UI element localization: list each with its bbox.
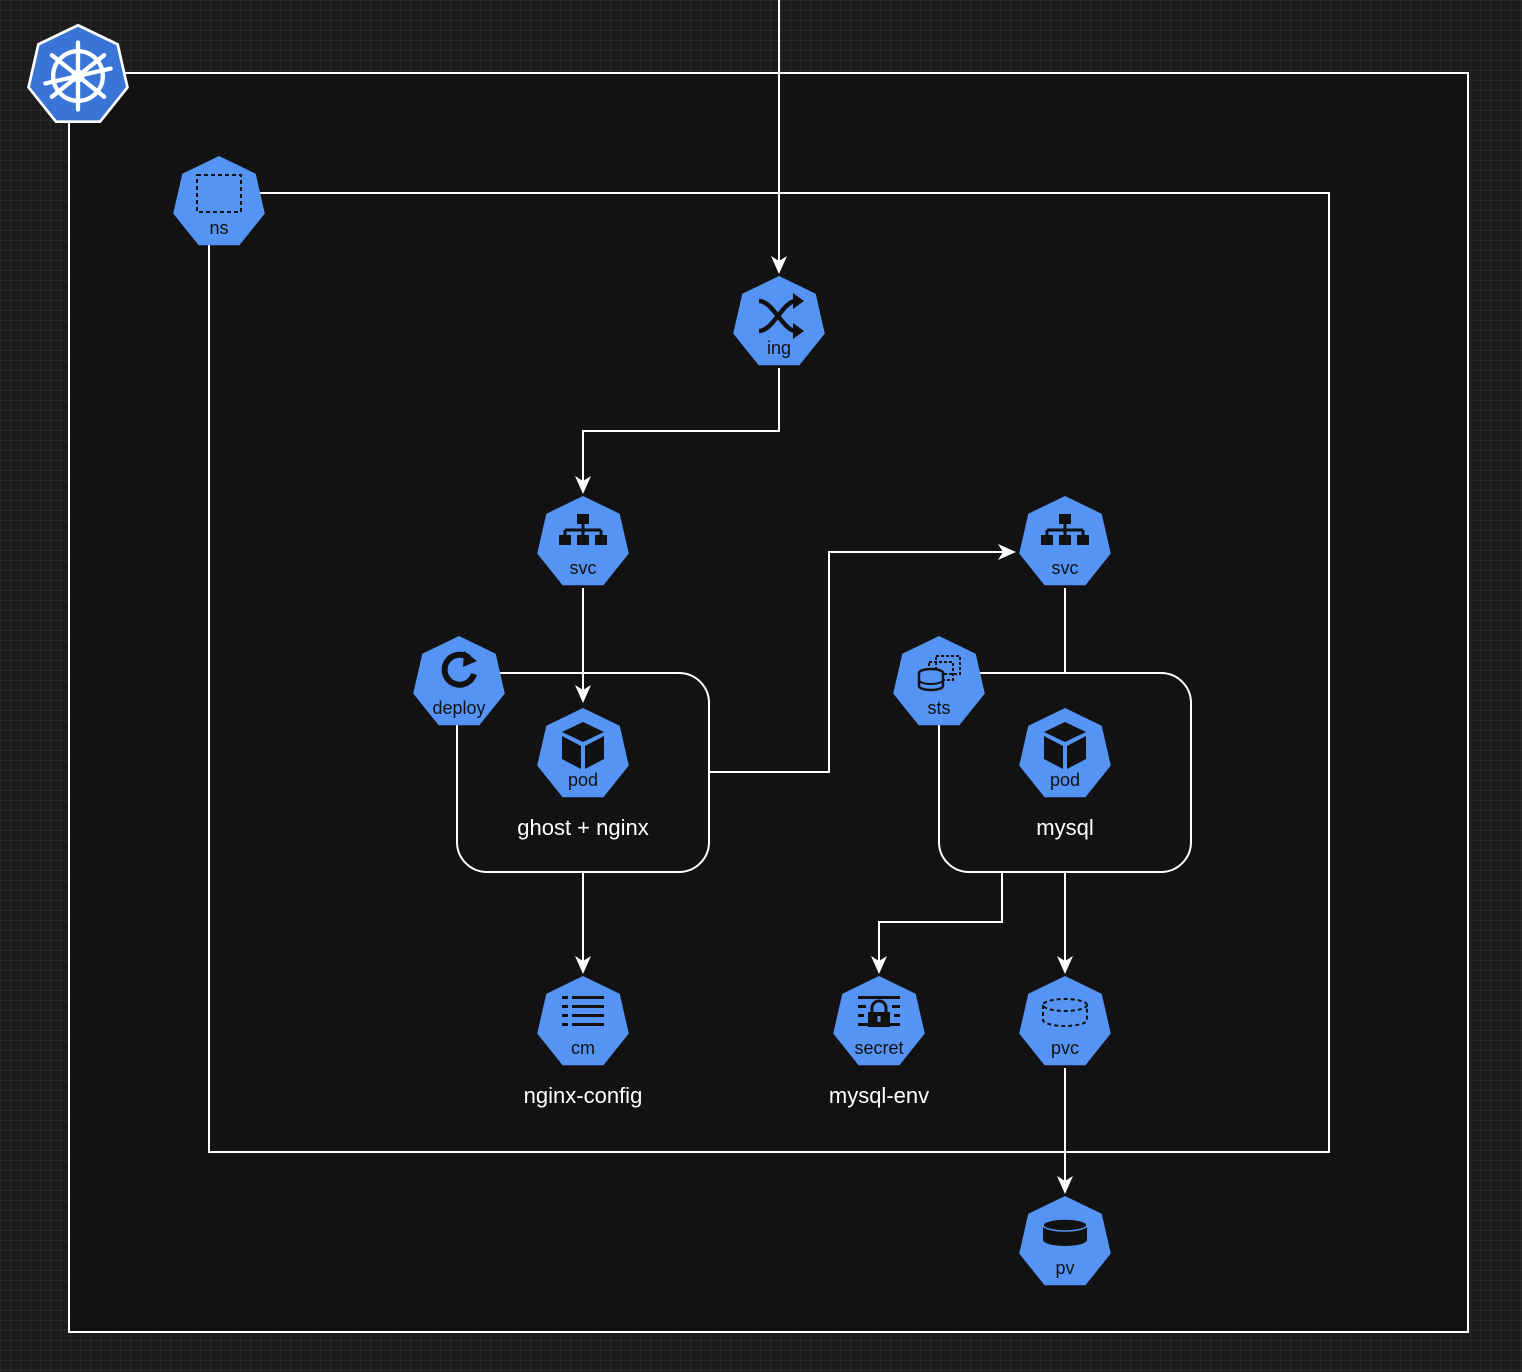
arrowhead: [1057, 956, 1073, 974]
configmap-node[interactable]: cm: [537, 976, 629, 1066]
pv-disk-icon: [1042, 1218, 1088, 1246]
pod-node-mysql[interactable]: pod: [1019, 708, 1111, 798]
arrowhead: [575, 476, 591, 494]
node-label: pod: [568, 770, 598, 790]
deployment-node[interactable]: deploy: [413, 636, 505, 726]
deployment-rotate-icon: [441, 651, 477, 688]
cluster-boundary: [68, 72, 1469, 1333]
arrowhead: [871, 956, 887, 974]
node-label: ing: [767, 338, 791, 358]
secret-node[interactable]: secret: [833, 976, 925, 1066]
node-label: pvc: [1051, 1038, 1079, 1058]
node-label: pod: [1050, 770, 1080, 790]
ingress-node[interactable]: ing: [733, 276, 825, 366]
configmap-caption: nginx-config: [524, 1083, 643, 1108]
pod-cube-icon: [1044, 722, 1086, 769]
pvc-dashed-disk-icon: [1042, 998, 1088, 1027]
edge-mysql-to-secret: [878, 872, 1003, 964]
pod-node-ghost[interactable]: pod: [537, 708, 629, 798]
statefulset-node[interactable]: sts: [893, 636, 985, 726]
edge-ing-to-svc: [582, 368, 780, 484]
pvc-node[interactable]: pvc: [1019, 976, 1111, 1066]
secret-caption: mysql-env: [829, 1083, 929, 1108]
kubernetes-helm-icon: [27, 23, 129, 124]
namespace-icon: [196, 174, 242, 213]
node-label: sts: [927, 698, 950, 718]
pv-node[interactable]: pv: [1019, 1196, 1111, 1286]
statefulset-icon: [917, 655, 961, 692]
node-label: svc: [1052, 558, 1079, 578]
node-label: ns: [209, 218, 228, 238]
arrowhead: [575, 956, 591, 974]
configmap-list-icon: [562, 996, 604, 1026]
edge-ghost-to-mysql-svc: [709, 551, 1006, 773]
service-node-mysql[interactable]: svc: [1019, 496, 1111, 586]
secret-lock-icon: [858, 996, 900, 1027]
node-label: pv: [1055, 1258, 1074, 1278]
service-network-icon: [559, 514, 607, 545]
arrowhead: [575, 685, 591, 703]
ghost-group-caption: ghost + nginx: [517, 815, 648, 840]
mysql-group-caption: mysql: [1036, 815, 1093, 840]
node-label: secret: [854, 1038, 903, 1058]
node-label: deploy: [432, 698, 485, 718]
namespace-boundary: [208, 192, 1330, 1153]
arrowhead: [1057, 1176, 1073, 1194]
arrowhead: [998, 544, 1016, 560]
node-label: svc: [570, 558, 597, 578]
pod-cube-icon: [562, 722, 604, 769]
service-node-ghost[interactable]: svc: [537, 496, 629, 586]
arrowhead: [771, 256, 787, 274]
namespace-node[interactable]: ns: [173, 156, 265, 246]
ingress-shuffle-icon: [758, 298, 797, 334]
service-network-icon: [1041, 514, 1089, 545]
node-label: cm: [571, 1038, 595, 1058]
